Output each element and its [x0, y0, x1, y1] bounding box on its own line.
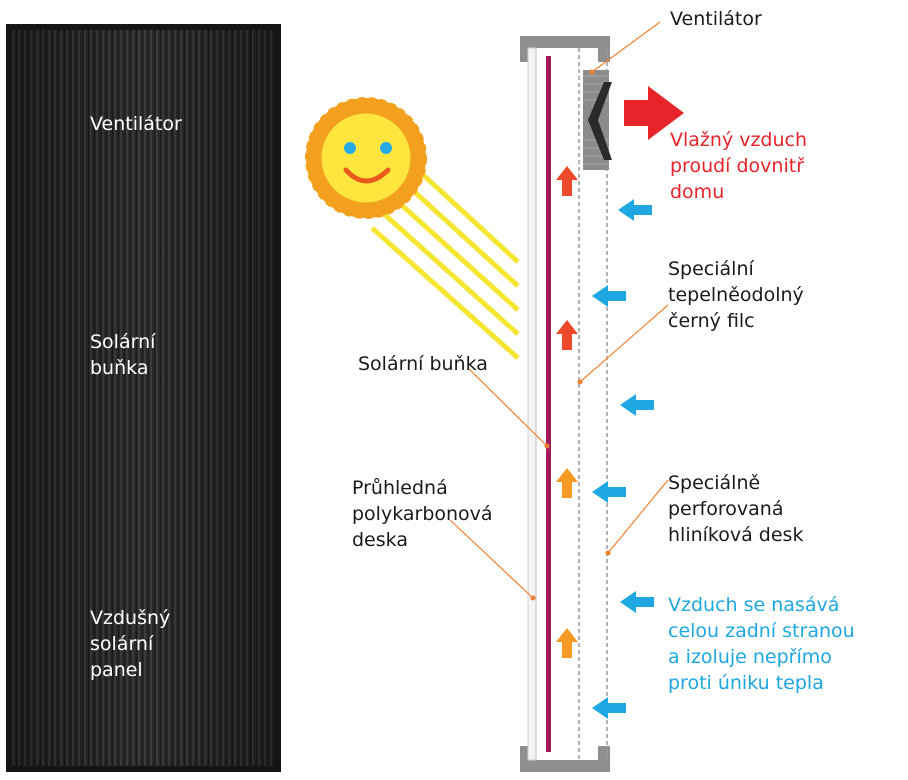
air-intake-label-line: a izoluje nepřímo [668, 646, 832, 668]
polycarbonate-label-line: Průhledná [352, 477, 448, 499]
blue-arrow [618, 199, 652, 221]
air-intake-label: Vzduch se nasává celou zadní stranou a i… [668, 592, 855, 696]
solar-cell-label: Solární buňka [358, 353, 488, 375]
blue-arrow [592, 285, 626, 307]
up-arrow-orange [556, 628, 578, 658]
humid-air-label-line: Vlažný vzduch [670, 129, 808, 151]
air-intake-label-line: proti úniku tepla [668, 672, 824, 694]
panel-cell-label-line: buňka [90, 357, 149, 379]
aluminium-label-line: Speciálně [668, 472, 761, 494]
fan-label: Ventilátor [670, 8, 762, 30]
humid-air-label-line: proudí dovnitř [670, 155, 805, 177]
felt-label-line: černý filc [668, 310, 755, 332]
up-arrow-orange [556, 468, 578, 498]
up-arrow-red [556, 320, 578, 350]
air-intake-label-line: Vzduch se nasává [668, 594, 840, 616]
blue-arrow [620, 394, 654, 416]
humid-air-label: Vlažný vzduch proudí dovnitř domu [670, 127, 807, 205]
leader-dots [530, 69, 611, 601]
panel-cell-label-line: Solární [90, 331, 156, 353]
felt-label-line: tepelněodolný [668, 284, 804, 306]
leader-lines [449, 21, 669, 599]
solar-cell [546, 56, 551, 752]
air-intake-arrows [592, 199, 654, 719]
solar-panel-photo [6, 24, 281, 772]
panel-type-label-line: panel [90, 659, 143, 681]
panel-fan-label: Ventilátor [90, 113, 182, 135]
blue-arrow [620, 591, 654, 613]
panel-type-label-line: Vzdušný [90, 607, 171, 629]
polycarbonate-label: Průhledná polykarbonová deska [352, 475, 493, 553]
panel-type-label: Vzdušný solární panel [90, 605, 170, 683]
sun-icon [305, 97, 427, 219]
fan-icon [583, 70, 612, 170]
aluminium-label-line: perforovaná [668, 498, 784, 520]
blue-arrow [592, 697, 626, 719]
polycarbonate-plate [527, 47, 537, 761]
polycarbonate-label-line: deska [352, 529, 408, 551]
humid-air-label-line: domu [670, 181, 725, 203]
rising-air-arrows [556, 166, 578, 658]
aluminium-label-line: hliníková desk [668, 524, 804, 546]
air-intake-label-line: celou zadní stranou [668, 620, 855, 642]
panel-type-label-line: solární [90, 633, 154, 655]
polycarbonate-label-line: polykarbonová [352, 503, 493, 525]
warm-air-out-arrow [624, 86, 684, 140]
blue-arrow [592, 481, 626, 503]
up-arrow-red [556, 166, 578, 196]
aluminium-label: Speciálně perforovaná hliníková desk [668, 470, 803, 548]
felt-label: Speciální tepelněodolný černý filc [668, 256, 804, 334]
sun-rays [370, 170, 520, 360]
panel-cell-label: Solární buňka [90, 329, 155, 381]
felt-label-line: Speciální [668, 258, 754, 280]
